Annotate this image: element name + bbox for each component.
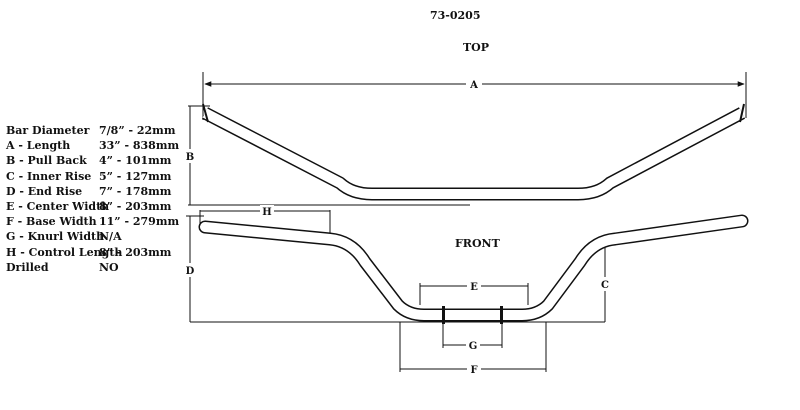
dim-b-label-bg [183,149,197,163]
spec-row-control-length: H - Control Length 8” - 203mm [6,246,236,261]
spec-row-end-rise: D - End Rise 7” - 178mm [6,185,236,200]
dim-c-label: C [601,280,609,291]
spec-value: NO [99,260,119,274]
spec-value: N/A [99,230,122,244]
spec-row-length: A - Length 33” - 838mm [6,139,236,154]
spec-table: Bar Diameter 7/8” - 22mm A - Length 33” … [6,124,236,276]
dim-c-label-bg [598,277,612,291]
spec-label: F - Base Width [6,215,97,229]
dim-e-label-bg [467,280,481,293]
spec-label: C - Inner Rise [6,169,92,183]
dim-d-label-bg [183,263,197,277]
spec-label: G - Knurl Width [6,230,105,244]
spec-value: 33” - 838mm [99,139,180,153]
spec-row-knurl-width: G - Knurl Width N/A [6,230,236,245]
top-view: A B [183,72,747,206]
dim-d-label: D [186,266,195,277]
spec-label: Bar Diameter [6,124,90,137]
spec-row-center-width: E - Center Width 8” - 203mm [6,200,236,215]
spec-label: A - Length [6,139,71,153]
spec-value: 8” - 203mm [99,245,172,259]
spec-value: 5” - 127mm [99,169,172,183]
dim-h-label-bg [260,205,274,218]
top-view-label: TOP [463,41,490,54]
spec-row-pull-back: B - Pull Back 4” - 101mm [6,154,236,169]
dim-f-label: F [470,365,477,376]
top-view-left-end [202,103,209,123]
dim-a-label-bg [466,77,482,91]
spec-value: 7” - 178mm [99,184,172,198]
spec-label: Drilled [6,260,49,274]
spec-row-bar-diameter: Bar Diameter 7/8” - 22mm [6,124,236,139]
top-view-bar-fill [202,108,745,199]
dim-h-label: H [262,207,271,218]
dim-b-label: B [186,152,194,163]
part-number: 73-0205 [430,9,481,22]
spec-value: 7/8” - 22mm [99,124,176,137]
spec-value: 4” - 101mm [99,154,172,168]
knurl-mark-left [442,306,445,324]
dim-e-label: E [470,282,478,293]
knurl-mark-right [500,306,503,324]
dim-g-label-bg [466,339,480,352]
top-view-right-end [739,103,745,123]
front-view-label: FRONT [455,237,500,250]
spec-label: B - Pull Back [6,154,87,168]
dim-a-label: A [469,80,478,91]
spec-label: D - End Rise [6,184,83,198]
front-view: H D C E G F [183,205,749,376]
spec-label: H - Control Length [6,245,123,259]
spec-value: 8” - 203mm [99,199,172,213]
dim-f-label-bg [467,363,481,376]
front-view-bar-fill [200,216,747,320]
spec-row-inner-rise: C - Inner Rise 5” - 127mm [6,170,236,185]
dim-g-label: G [469,341,478,352]
spec-label: E - Center Width [6,199,110,213]
spec-row-drilled: Drilled NO [6,261,236,276]
spec-value: 11” - 279mm [99,215,180,229]
spec-row-base-width: F - Base Width 11” - 279mm [6,215,236,230]
